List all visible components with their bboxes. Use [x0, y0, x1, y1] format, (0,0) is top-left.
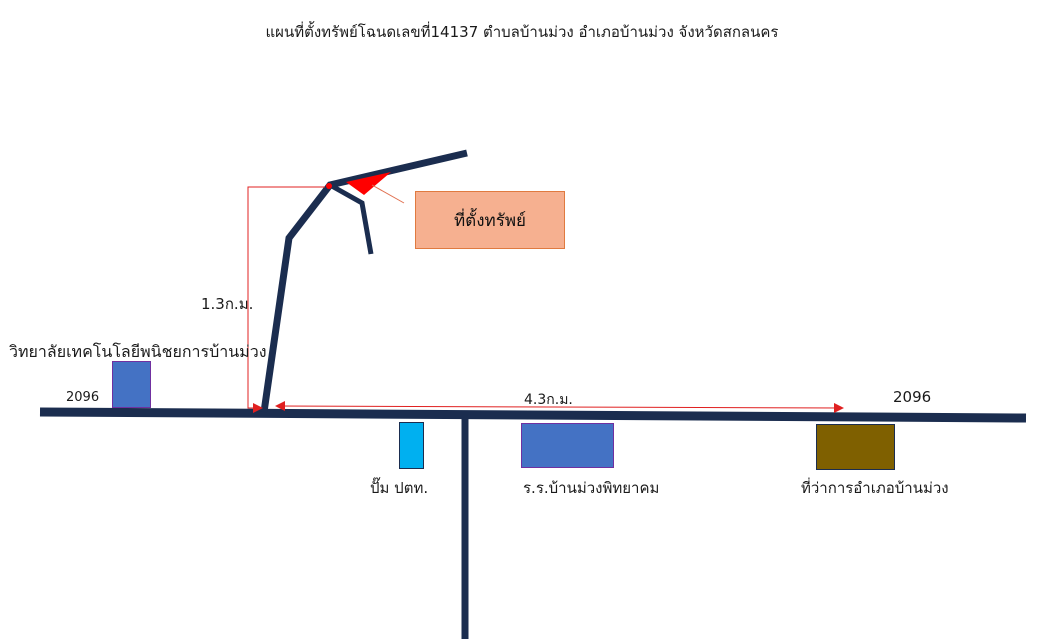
gas-station-label: ปั๊ม ปตท.: [370, 479, 429, 497]
school-building: [521, 423, 614, 468]
college-label: วิทยาลัยเทคโนโลยีพนิชยการบ้านม่วง: [9, 342, 267, 361]
road-number-right: 2096: [893, 388, 932, 406]
distance-vertical-label: 1.3ก.ม.: [201, 295, 254, 313]
dimension-line-vertical: [247, 186, 325, 413]
property-leader-line: [371, 184, 405, 204]
property-point: [326, 183, 332, 189]
gas-station-building: [399, 422, 424, 469]
main-road-2096: [39, 407, 1027, 423]
college-building: [112, 361, 151, 408]
property-label-box: ที่ตั้งทรัพย์: [415, 191, 565, 249]
road-number-left: 2096: [66, 390, 100, 405]
branch-road: [328, 182, 374, 255]
district-office-building: [816, 424, 895, 470]
access-road: [260, 149, 468, 413]
property-marker: [346, 172, 391, 195]
dimension-line-horizontal: [275, 401, 844, 413]
map-title: แผนที่ตั้งทรัพย์โฉนดเลขที่14137 ตำบลบ้าน…: [265, 23, 779, 41]
property-label: ที่ตั้งทรัพย์: [453, 210, 527, 231]
district-office-label: ที่ว่าการอำเภอบ้านม่วง: [801, 479, 949, 497]
distance-horizontal-label: 4.3ก.ม.: [524, 392, 573, 408]
school-label: ร.ร.บ้านม่วงพิทยาคม: [523, 479, 660, 497]
